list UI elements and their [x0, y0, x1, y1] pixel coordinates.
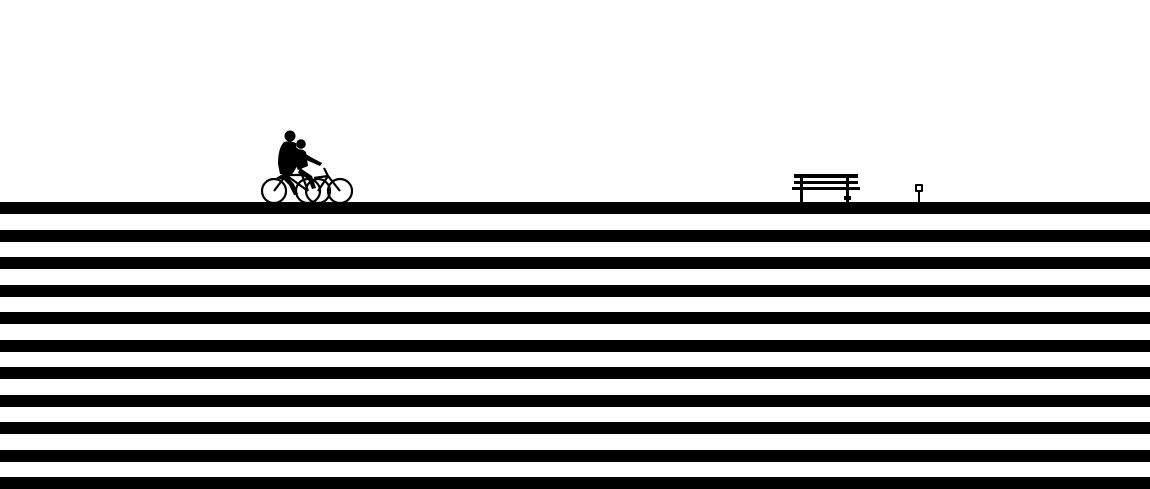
- white-sky: [0, 0, 1150, 202]
- stripe: [0, 257, 1150, 269]
- stripe: [0, 450, 1150, 462]
- stripe: [0, 477, 1150, 489]
- bench-silhouette: [792, 174, 860, 203]
- striped-steps: [0, 202, 1150, 489]
- stripe: [0, 422, 1150, 434]
- stripe: [0, 395, 1150, 407]
- post-silhouette: [915, 184, 923, 203]
- stripe: [0, 202, 1150, 214]
- stripe: [0, 285, 1150, 297]
- stripe: [0, 340, 1150, 352]
- stripe: [0, 312, 1150, 324]
- stripe: [0, 367, 1150, 379]
- cyclists-silhouette: [260, 130, 354, 204]
- stripe: [0, 230, 1150, 242]
